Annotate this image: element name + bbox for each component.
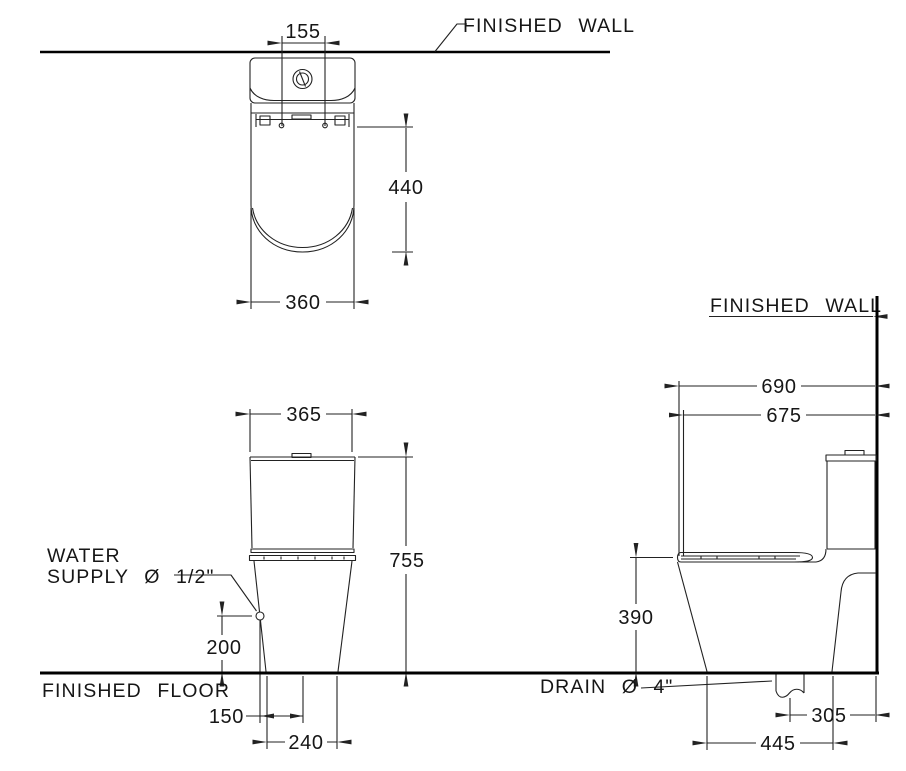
dim-445: 445: [692, 676, 848, 755]
side-view: FINISHED WALL 690 675: [540, 295, 890, 755]
dim-390: 390: [615, 543, 673, 687]
pedestal-front: [253, 560, 353, 672]
top-view: FINISHED WALL 155: [40, 15, 635, 314]
seat-side: [676, 548, 827, 563]
drain-pipe: [775, 674, 805, 698]
wall-leader-top: [434, 23, 467, 52]
dim-label-690: 690: [761, 376, 796, 398]
hinge-bolt-right: [322, 122, 328, 129]
dim-label-365: 365: [286, 404, 321, 426]
dim-155: 155: [267, 21, 340, 126]
dim-label-755: 755: [389, 550, 424, 572]
water-supply: WATER SUPPLY Ø 1/2": [47, 545, 265, 723]
water-supply-point: [255, 611, 265, 621]
dim-label-305: 305: [811, 705, 846, 727]
dim-675: 675: [669, 403, 890, 556]
dim-360: 360: [236, 208, 369, 314]
flush-button-side: [844, 449, 865, 456]
dim-200: 200: [204, 601, 252, 687]
finished-floor-label: FINISHED FLOOR: [42, 680, 230, 702]
flush-button-outer: [292, 68, 313, 90]
water-supply-label-line1: WATER: [47, 545, 121, 567]
dim-label-155: 155: [285, 21, 320, 43]
dim-690: 690: [664, 374, 890, 556]
dim-240: 240: [252, 676, 352, 754]
seat-hinge-plan: [251, 112, 354, 129]
dim-755: 755: [358, 442, 427, 687]
dim-label-240: 240: [288, 732, 323, 754]
finished-wall-label-top: FINISHED WALL: [463, 15, 635, 37]
hinge-bolt-left: [278, 122, 285, 129]
dim-label-360: 360: [285, 292, 320, 314]
dim-365: 365: [235, 402, 367, 452]
dim-label-675: 675: [766, 405, 801, 427]
flush-button-inner: [295, 72, 310, 86]
water-supply-leader: [174, 574, 257, 612]
dim-label-390: 390: [618, 607, 653, 629]
front-view: 365: [40, 402, 879, 754]
dim-label-440: 440: [388, 177, 423, 199]
water-supply-label-line2: SUPPLY Ø 1/2": [47, 566, 215, 588]
flush-button-slash: [298, 71, 307, 87]
bowl-front: [676, 561, 708, 672]
dim-label-445: 445: [760, 733, 795, 755]
dim-label-200: 200: [206, 637, 241, 659]
finished-wall-label-side: FINISHED WALL: [710, 295, 882, 317]
bowl-rear: [831, 572, 876, 672]
dim-150: 150: [209, 676, 304, 728]
tank-side: [825, 449, 877, 550]
dim-label-150: 150: [209, 706, 244, 728]
bowl-rim-rear: [800, 548, 827, 563]
seat-front: [248, 548, 357, 562]
tank-front: [249, 452, 356, 549]
dim-305: 305: [775, 676, 890, 727]
tank-plan: [249, 57, 356, 104]
seat-plan: [250, 103, 355, 253]
drain-label: DRAIN Ø 4": [540, 676, 673, 698]
dim-440: 440: [357, 113, 425, 266]
